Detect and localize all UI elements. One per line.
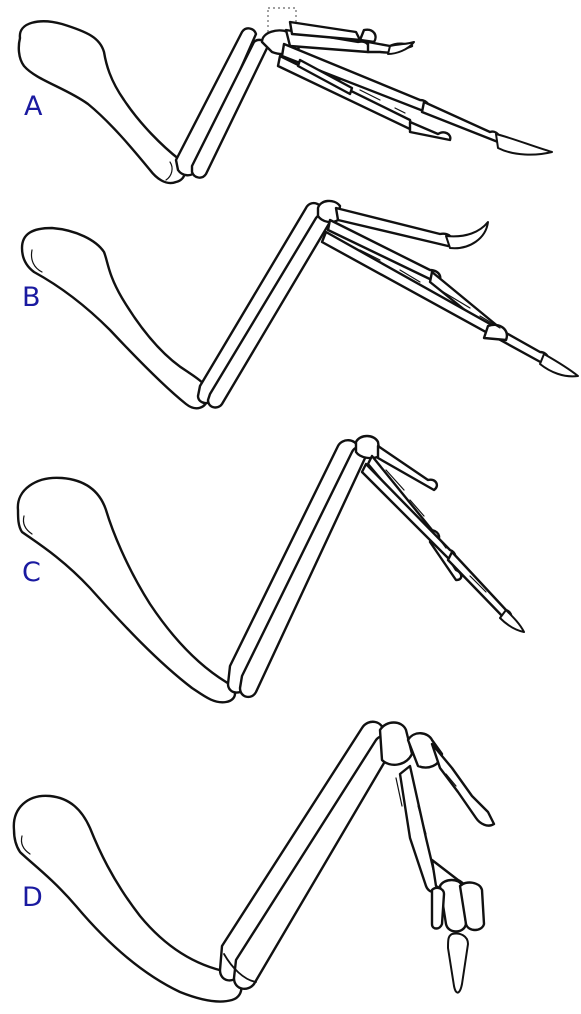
limb-drawing-d: [0, 710, 581, 1014]
limb-panel-c: C: [0, 430, 581, 710]
humerus-a: [19, 21, 185, 183]
forearm-a: [176, 28, 268, 177]
manus-b: [318, 201, 578, 376]
manus-d: [380, 723, 494, 993]
humerus-d: [14, 796, 242, 1002]
humerus-b: [22, 228, 208, 408]
humerus-c: [18, 478, 235, 703]
limb-drawing-c: [0, 430, 581, 710]
forearm-d: [220, 722, 394, 989]
limb-drawing-b: [0, 190, 581, 420]
limb-panel-b: B: [0, 190, 581, 420]
manus-a: [262, 8, 552, 155]
limb-panel-a: A: [0, 0, 581, 200]
forearm-b: [198, 203, 330, 407]
limb-panel-d: D: [0, 710, 581, 1014]
forearm-c: [228, 440, 366, 697]
manus-c: [356, 436, 524, 632]
limb-drawing-a: [0, 0, 581, 200]
